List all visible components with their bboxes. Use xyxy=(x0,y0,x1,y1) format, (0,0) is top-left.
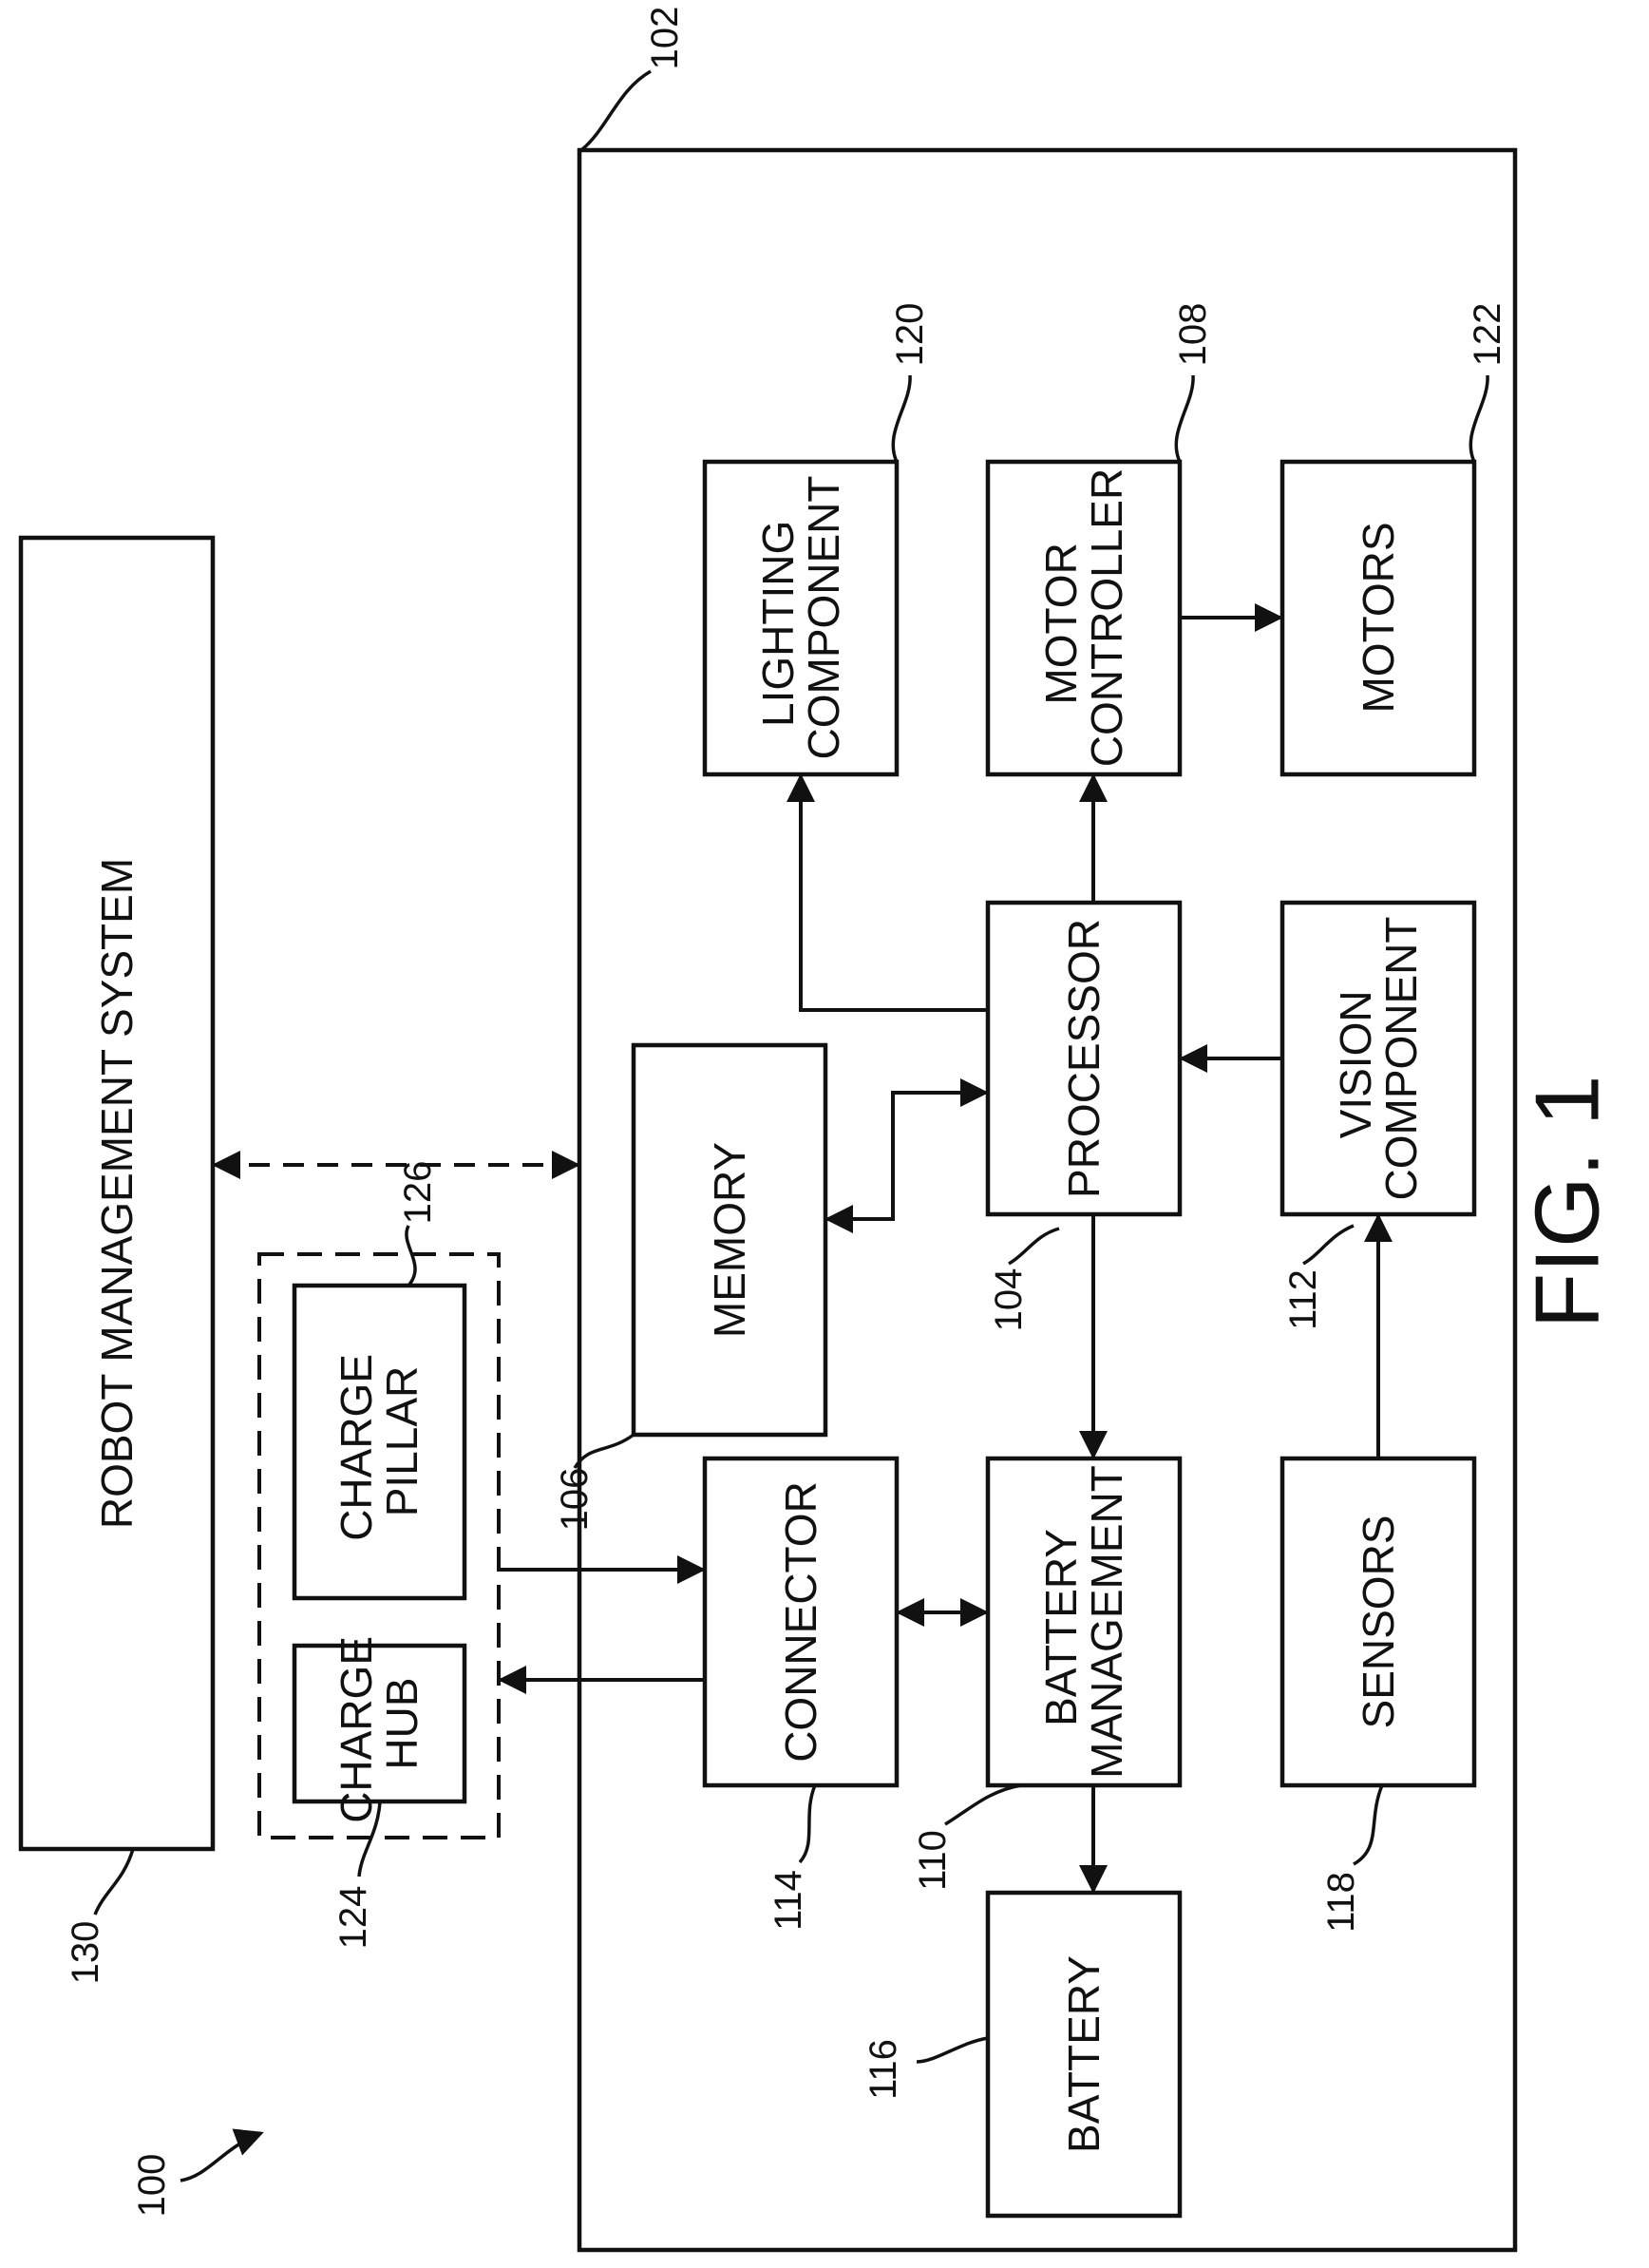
ref-104-leader xyxy=(1009,1229,1059,1264)
ref-102-leader xyxy=(581,71,651,150)
memory-label: MEMORY xyxy=(705,1142,754,1338)
ref-106-leader xyxy=(575,1435,634,1468)
sensors-block: SENSORS xyxy=(1282,1458,1474,1785)
battery-management-line-2: MANAGEMENT xyxy=(1082,1465,1131,1779)
charge-hub-block: CHARGE HUB xyxy=(294,1624,464,1823)
lighting-component-line-1: LIGHTING xyxy=(753,521,803,727)
ref-108: 108 xyxy=(1172,303,1214,367)
ref-106: 106 xyxy=(554,1468,596,1532)
charge-hub-line-2: HUB xyxy=(377,1677,426,1769)
ref-124: 124 xyxy=(332,1886,374,1950)
ref-112: 112 xyxy=(1282,1269,1324,1330)
battery-block: BATTERY xyxy=(988,1893,1180,2216)
motor-controller-line-2: CONTROLLER xyxy=(1082,468,1131,767)
ref-110-leader xyxy=(945,1785,1021,1824)
vision-component-line-2: COMPONENT xyxy=(1376,917,1426,1201)
charge-hub-line-1: CHARGE xyxy=(332,1636,381,1823)
charge-pillar-line-2: PILLAR xyxy=(377,1366,426,1517)
vision-component-line-1: VISION xyxy=(1331,990,1380,1138)
ref-122-leader xyxy=(1470,375,1488,462)
battery-management-line-1: BATTERY xyxy=(1036,1530,1086,1726)
memory-processor-link xyxy=(827,1093,986,1219)
memory-block: MEMORY xyxy=(634,1045,825,1435)
figure-label: FIG. 1 xyxy=(1517,1076,1619,1329)
processor-to-lighting-arrow xyxy=(801,776,988,1010)
ref-116: 116 xyxy=(862,2039,904,2100)
vision-component-block: VISION COMPONENT xyxy=(1282,903,1474,1214)
motors-block: MOTORS xyxy=(1282,462,1474,774)
charge-pillar-line-1: CHARGE xyxy=(332,1354,381,1541)
processor-block: PROCESSOR xyxy=(988,903,1180,1214)
lighting-component-line-2: COMPONENT xyxy=(799,476,848,760)
ref-130: 130 xyxy=(65,1921,106,1985)
motor-controller-line-1: MOTOR xyxy=(1036,543,1086,704)
svg-text:CHARGE PILLAR: CHARGE PILLAR xyxy=(332,1342,426,1541)
battery-label: BATTERY xyxy=(1059,1955,1109,2153)
lighting-component-block: LIGHTING COMPONENT xyxy=(705,462,897,774)
ref-120-leader xyxy=(893,375,910,462)
robot-management-system-block: ROBOT MANAGEMENT SYSTEM xyxy=(21,538,213,1849)
battery-management-block: BATTERY MANAGEMENT xyxy=(988,1458,1180,1785)
connector-label: CONNECTOR xyxy=(776,1481,825,1763)
sensors-label: SENSORS xyxy=(1354,1515,1403,1729)
ref-112-leader xyxy=(1303,1226,1354,1264)
ref-126: 126 xyxy=(397,1161,439,1225)
ref-102: 102 xyxy=(644,7,686,70)
processor-label: PROCESSOR xyxy=(1059,919,1109,1198)
ref-120: 120 xyxy=(889,303,931,367)
ref-126-leader xyxy=(407,1226,415,1286)
robot-management-system-label: ROBOT MANAGEMENT SYSTEM xyxy=(92,858,142,1529)
ref-110: 110 xyxy=(912,1830,954,1891)
motors-label: MOTORS xyxy=(1354,522,1403,713)
connector-block: CONNECTOR xyxy=(705,1458,897,1785)
ref-130-leader xyxy=(95,1849,133,1915)
motor-controller-block: MOTOR CONTROLLER xyxy=(988,462,1180,774)
ref-116-leader xyxy=(917,2038,988,2062)
ref-100-arrow xyxy=(180,2133,261,2181)
svg-text:LIGHTING COMPONENT: LIGHTING COMPONENT xyxy=(753,476,848,760)
ref-114-leader xyxy=(800,1785,815,1862)
ref-122: 122 xyxy=(1467,303,1508,367)
ref-114: 114 xyxy=(768,1870,809,1931)
ref-118-leader xyxy=(1354,1785,1382,1864)
ref-118: 118 xyxy=(1320,1872,1362,1933)
ref-100: 100 xyxy=(131,2154,173,2218)
ref-104: 104 xyxy=(988,1268,1030,1332)
charge-pillar-block: CHARGE PILLAR xyxy=(294,1286,464,1598)
ref-108-leader xyxy=(1176,375,1193,462)
